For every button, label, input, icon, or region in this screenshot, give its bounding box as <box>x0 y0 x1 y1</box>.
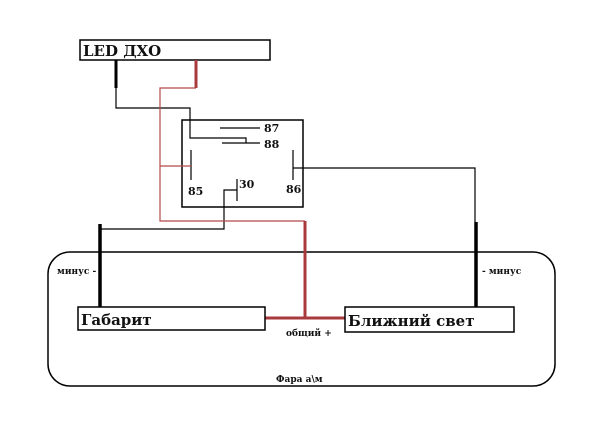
minus-right-label: - минус <box>482 267 522 277</box>
pin-88-label: 88 <box>264 138 280 151</box>
wire-86-to-low-beam-minus <box>293 167 476 222</box>
parking-light-box <box>77 306 266 331</box>
minus-left-label: минус - <box>57 267 96 277</box>
led-drl-box <box>79 39 271 61</box>
low-beam-label: Ближний свет <box>348 312 475 330</box>
headlight-label: Фара а\м <box>276 375 323 385</box>
relay-box <box>181 119 304 208</box>
led-drl-label: LED ДХО <box>83 42 161 60</box>
parking-light-label: Габарит <box>81 311 152 329</box>
pin-87-label: 87 <box>264 122 279 135</box>
wire-30-to-parking-minus <box>100 189 237 230</box>
headlight-housing <box>47 251 556 387</box>
pin-86-label: 86 <box>286 183 302 196</box>
wire-led-to-88 <box>115 88 247 143</box>
common-plus-label: общий + <box>286 328 332 339</box>
pin-85-label: 85 <box>188 185 203 198</box>
pin-30-label: 30 <box>239 178 255 191</box>
low-beam-box <box>344 306 515 333</box>
wire-led-positive <box>159 87 305 222</box>
